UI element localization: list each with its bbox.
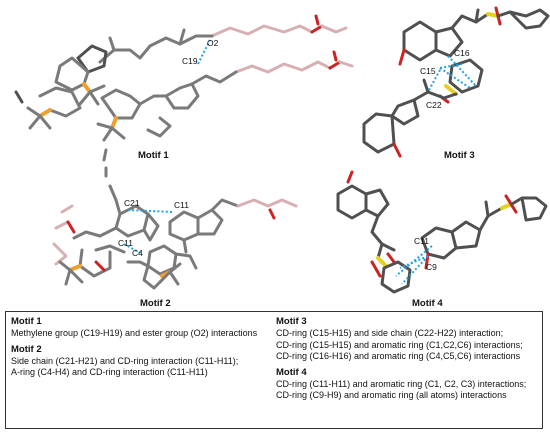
motif-1-structure: O2 C19 Motif 1 [14,14,354,161]
legend-left-column: Motif 1 Methylene group (C19-H19) and es… [11,316,269,383]
motif-3-contact-c16 [447,55,477,87]
motif-4-caption: Motif 4 [412,298,443,309]
legend-right-column: Motif 3 CD-ring (C15-H15) and side chain… [276,316,540,406]
legend-block-motif-3: Motif 3 CD-ring (C15-H15) and side chain… [276,316,540,363]
motif-2-structure: C21 C11 C11 C4 Motif 2 [52,148,298,309]
motif-3-contact-c15-a [439,67,471,89]
motif-2-caption: Motif 2 [140,298,171,309]
motif-4-structure: C11 C9 Motif 4 [336,170,548,309]
legend-line: CD-ring (C16-H16) and aromatic ring (C4,… [276,351,521,361]
motif-1-contact-c19-o2 [197,39,211,65]
legend-block-motif-1: Motif 1 Methylene group (C19-H19) and es… [11,316,269,340]
legend-block-motif-4: Motif 4 CD-ring (C11-H11) and aromatic r… [276,367,540,402]
motif-1-atom-label-o2: O2 [207,38,219,48]
motif-4-contact-c9-a [399,255,429,269]
motif-3-contact-c15-b [439,63,463,69]
motif-4-atom-label-c11: C11 [414,236,429,246]
motif-2-atom-label-c11-lower: C11 [118,238,133,248]
legend-line: A-ring (C4-H4) and CD-ring interaction (… [11,367,208,377]
legend-line: CD-ring (C11-H11) and aromatic ring (C1,… [276,378,527,389]
legend-line: CD-ring (C15-H15) and aromatic ring (C1,… [276,339,523,350]
motif-1-caption: Motif 1 [138,150,169,161]
motif-1-atom-label-c19: C19 [182,56,198,66]
legend-line: CD-ring (C9-H9) and aromatic ring (all a… [276,390,507,400]
motif-3-caption: Motif 3 [444,150,475,161]
motif-2-atom-label-c21: C21 [124,198,140,208]
legend-heading: Motif 3 [276,316,307,327]
motif-1-lower-molecule [14,50,354,142]
legend-line: CD-ring (C15-H15) and side chain (C22-H2… [276,328,504,338]
legend-block-motif-2: Motif 2 Side chain (C21-H21) and CD-ring… [11,344,269,379]
motif-3-atom-label-c16: C16 [454,48,470,58]
motif-1-upper-molecule [54,14,348,106]
motif-legend: Motif 1 Methylene group (C19-H19) and es… [5,311,543,429]
legend-line: Side chain (C21-H21) and CD-ring interac… [11,355,239,366]
motif-2-atom-label-c4: C4 [132,248,143,258]
motif-3-atom-label-c15: C15 [420,66,436,76]
legend-heading: Motif 2 [11,343,42,355]
motif-4-atom-label-c9: C9 [426,262,437,272]
motif-4-contact-c11 [395,245,433,277]
motif-3-structure: C16 C15 C22 Motif 3 [362,6,550,161]
legend-heading: Motif 1 [11,316,42,327]
motif-2-contact-c4-c11 [123,243,143,255]
legend-heading: Motif 4 [276,366,307,378]
crystal-packing-figure: .b { fill: none; stroke: #7a7a7a; stroke… [14,6,550,309]
motif-2-atom-label-c11-upper: C11 [174,200,189,210]
motif-3-atom-label-c22: C22 [426,100,442,110]
legend-line: Methylene group (C19-H19) and ester grou… [11,328,258,338]
motif-2-contact-c21-c11 [127,209,173,213]
